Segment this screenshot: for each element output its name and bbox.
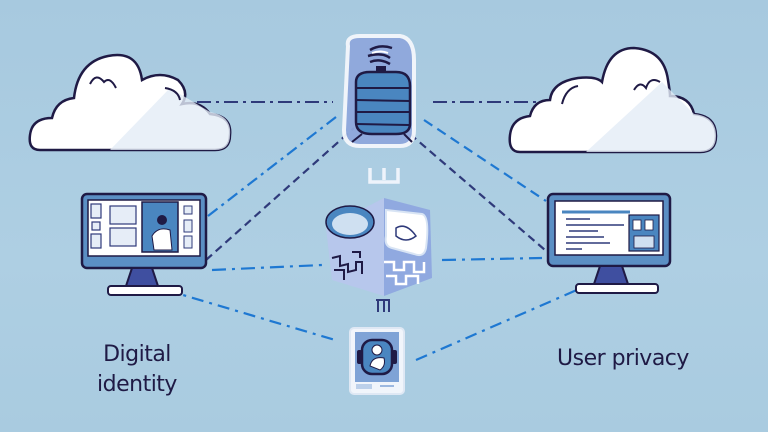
database-barrel-icon	[341, 34, 416, 148]
cloud-left-icon	[28, 53, 232, 152]
label-digital-identity: Digital identity	[92, 340, 182, 400]
label-digital-identity-line2: identity	[97, 372, 177, 397]
connection-monitor-left-database-navy	[205, 127, 355, 261]
connection-database-monitor-right-blue	[423, 119, 547, 202]
data-cube-icon	[325, 168, 432, 312]
cloud-right-icon	[508, 46, 718, 154]
connection-monitor-left-tablet	[165, 288, 336, 342]
label-user-privacy: User privacy	[557, 346, 689, 371]
connection-hub-monitor-right	[441, 256, 543, 262]
connection-monitor-left-database-blue	[207, 116, 337, 217]
connections	[165, 101, 587, 362]
tablet-avatar-icon	[349, 327, 405, 395]
connection-database-monitor-right-navy	[409, 133, 546, 251]
label-digital-identity-line1: Digital	[103, 342, 171, 367]
monitor-document-icon	[546, 192, 672, 294]
monitor-profile-icon	[80, 192, 208, 296]
connection-monitor-left-hub	[211, 263, 323, 272]
connection-tablet-monitor-right	[415, 284, 587, 362]
